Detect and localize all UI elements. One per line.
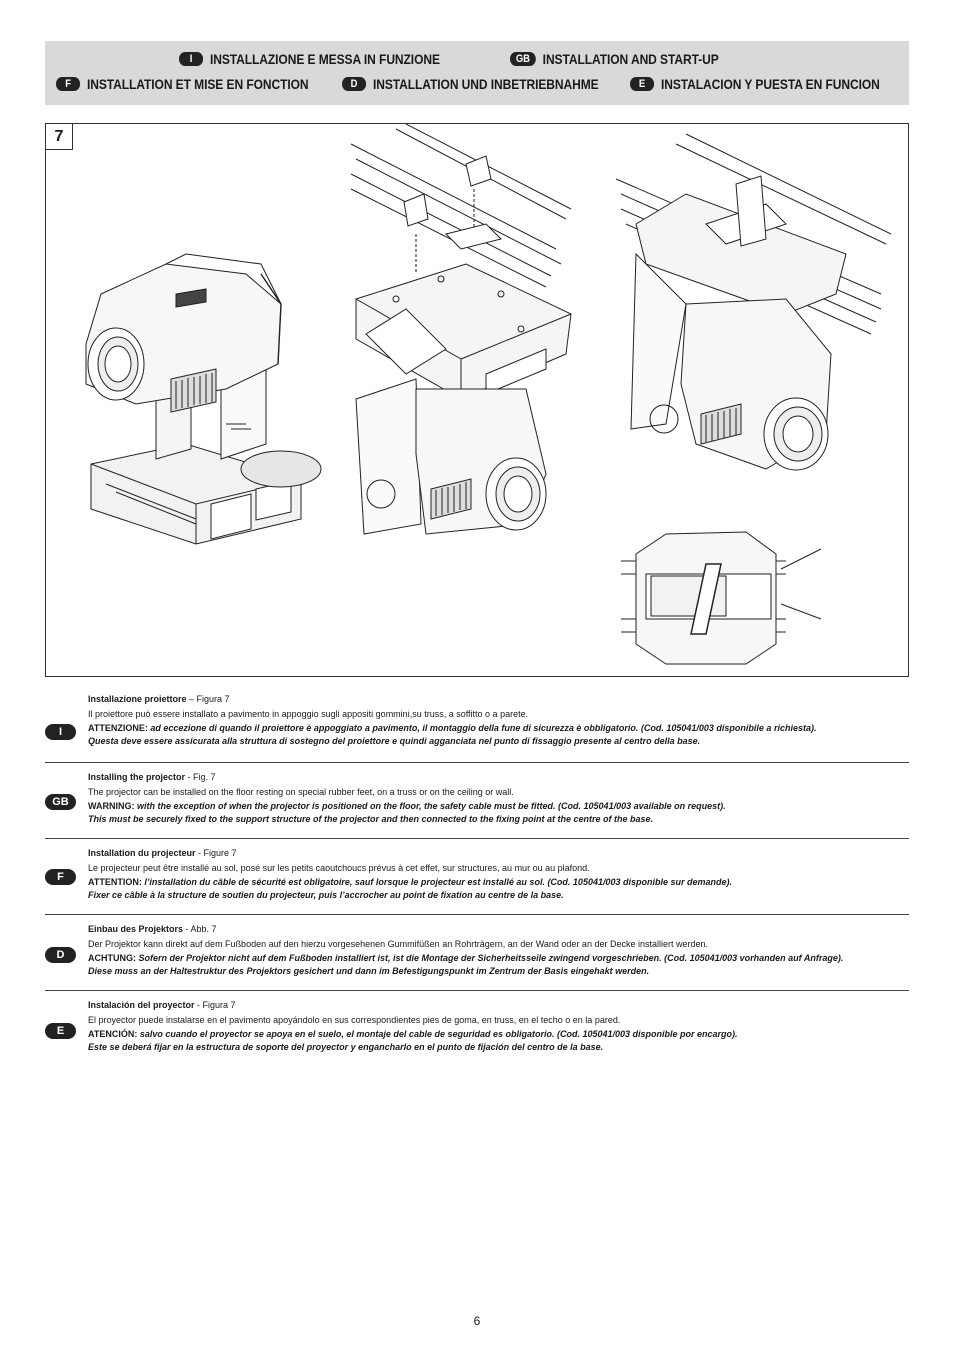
section-heading-fr: Installation du projecteur bbox=[88, 848, 196, 858]
warning-line2-gb: This must be securely fixed to the suppo… bbox=[88, 814, 654, 824]
section-heading-gb: Installing the projector bbox=[88, 772, 186, 782]
header-title-de: INSTALLATION UND INBETRIEBNAHME bbox=[372, 76, 599, 92]
warning-line1-fr: l’installation du câble de sécurité est … bbox=[141, 877, 732, 887]
section-es: E Instalación del proyector - Figura 7 E… bbox=[45, 990, 909, 1067]
page-number: 6 bbox=[473, 1314, 481, 1328]
section-text-fr: Installation du projecteur - Figure 7 Le… bbox=[88, 846, 909, 902]
section-body-de: Der Projektor kann direkt auf dem Fußbod… bbox=[88, 939, 708, 949]
section-heading-it: Installazione proiettore bbox=[88, 694, 187, 704]
header-title-gb: INSTALLATION AND START-UP bbox=[542, 51, 719, 67]
section-gb: GB Installing the projector - Fig. 7 The… bbox=[45, 762, 909, 839]
warning-line1-de: Sofern der Projektor nicht auf dem Fußbo… bbox=[136, 953, 844, 963]
section-text-gb: Installing the projector - Fig. 7 The pr… bbox=[88, 770, 909, 826]
section-ref-de: - Abb. 7 bbox=[183, 924, 217, 934]
section-text-de: Einbau des Projektors - Abb. 7 Der Proje… bbox=[88, 922, 909, 978]
base-top-view-detail bbox=[621, 531, 822, 665]
header-title-fr: INSTALLATION ET MISE EN FONCTION bbox=[86, 76, 309, 92]
truss-mount-exploded-drawing bbox=[350, 124, 572, 535]
section-ref-fr: - Figure 7 bbox=[195, 848, 237, 858]
lang-badge-fr: F bbox=[56, 77, 81, 91]
lang-badge-de: D bbox=[342, 77, 367, 91]
warning-line2-it: Questa deve essere assicurata alla strut… bbox=[88, 736, 701, 746]
lang-badge-de: D bbox=[45, 947, 76, 963]
header-item-it: I INSTALLAZIONE E MESSA IN FUNZIONE bbox=[179, 51, 440, 67]
warning-line2-es: Este se deberá fijar en la estructura de… bbox=[88, 1042, 604, 1052]
warning-line1-it: ad eccezione di quando il proiettore è a… bbox=[147, 723, 817, 733]
figure-7-box: 7 bbox=[45, 123, 909, 677]
section-body-es: El proyector puede instalarse en el pavi… bbox=[88, 1015, 621, 1025]
section-de: D Einbau des Projektors - Abb. 7 Der Pro… bbox=[45, 914, 909, 991]
warning-label-gb: WARNING: bbox=[88, 801, 135, 811]
header-title-es: INSTALACION Y PUESTA EN FUNCION bbox=[660, 76, 880, 92]
section-body-it: Il proiettore può essere installato a pa… bbox=[88, 709, 529, 719]
warning-line1-gb: with the exception of when the projector… bbox=[134, 801, 726, 811]
section-heading-es: Instalación del proyector bbox=[88, 1000, 195, 1010]
warning-line2-de: Diese muss an der Haltestruktur des Proj… bbox=[88, 966, 650, 976]
truss-mount-assembled-drawing bbox=[615, 133, 892, 471]
lang-badge-gb: GB bbox=[45, 794, 76, 810]
warning-label-fr: ATTENTION: bbox=[88, 877, 142, 887]
figure-number: 7 bbox=[46, 124, 73, 150]
lang-badge-it: I bbox=[179, 52, 204, 66]
header-item-gb: GB INSTALLATION AND START-UP bbox=[510, 51, 719, 67]
header-title-it: INSTALLAZIONE E MESSA IN FUNZIONE bbox=[209, 51, 440, 67]
warning-label-de: ACHTUNG: bbox=[88, 953, 136, 963]
figure-illustration bbox=[85, 124, 892, 665]
section-ref-es: - Figura 7 bbox=[194, 1000, 236, 1010]
lang-badge-it: I bbox=[45, 724, 76, 740]
lang-badge-gb: GB bbox=[510, 52, 536, 66]
lang-badge-es: E bbox=[630, 77, 655, 91]
section-text-es: Instalación del proyector - Figura 7 El … bbox=[88, 998, 909, 1054]
section-fr: F Installation du projecteur - Figure 7 … bbox=[45, 838, 909, 915]
header-item-de: D INSTALLATION UND INBETRIEBNAHME bbox=[342, 76, 599, 92]
section-body-gb: The projector can be installed on the fl… bbox=[88, 787, 514, 797]
header-item-es: E INSTALACION Y PUESTA EN FUNCION bbox=[630, 76, 880, 92]
header-band: I INSTALLAZIONE E MESSA IN FUNZIONE GB I… bbox=[45, 41, 909, 105]
warning-label-it: ATTENZIONE: bbox=[88, 723, 148, 733]
section-it: I Installazione proiettore – Figura 7 Il… bbox=[45, 686, 909, 762]
section-ref-gb: - Fig. 7 bbox=[185, 772, 216, 782]
lang-badge-es: E bbox=[45, 1023, 76, 1039]
warning-line2-fr: Fixer ce câble à la structure de soutien… bbox=[88, 890, 564, 900]
floor-projector-drawing bbox=[85, 253, 322, 545]
section-ref-it: – Figura 7 bbox=[186, 694, 230, 704]
section-heading-de: Einbau des Projektors bbox=[88, 924, 184, 934]
warning-line1-es: salvo cuando el proyector se apoya en el… bbox=[137, 1029, 738, 1039]
header-item-fr: F INSTALLATION ET MISE EN FONCTION bbox=[56, 76, 309, 92]
section-text-it: Installazione proiettore – Figura 7 Il p… bbox=[88, 692, 909, 748]
lang-badge-fr: F bbox=[45, 869, 76, 885]
section-body-fr: Le projecteur peut être installé au sol,… bbox=[88, 863, 590, 873]
warning-label-es: ATENCIÓN: bbox=[88, 1029, 138, 1039]
